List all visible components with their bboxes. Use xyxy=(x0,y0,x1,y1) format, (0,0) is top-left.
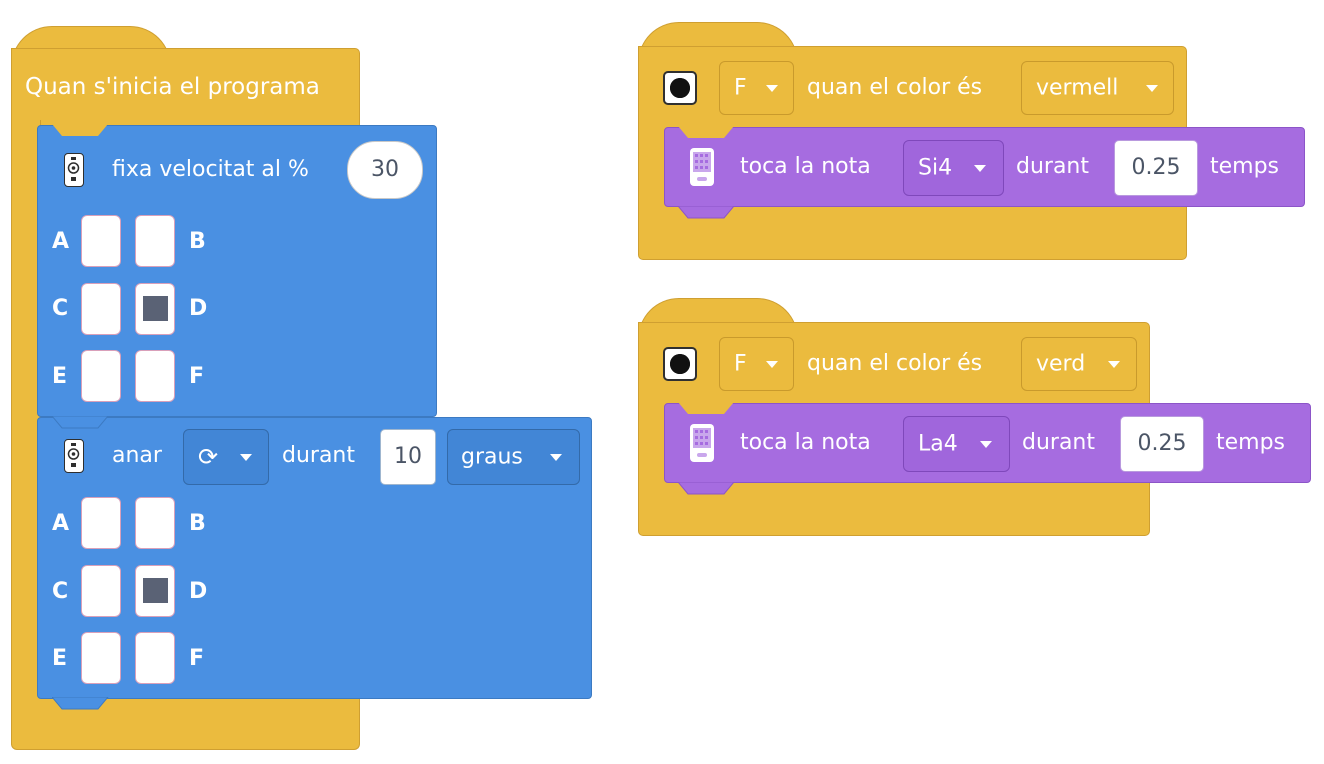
block-notch xyxy=(678,402,734,414)
note-dropdown-label: La4 xyxy=(918,431,958,457)
port-toggle-b[interactable] xyxy=(135,497,175,549)
beats-unit-label: temps xyxy=(1216,430,1286,455)
chevron-down-icon xyxy=(550,454,562,461)
start-program-label: Quan s'inicia el programa xyxy=(25,74,320,100)
block-notch xyxy=(52,416,109,429)
block-notch-bottom xyxy=(52,697,109,710)
port-toggle-d[interactable] xyxy=(135,283,175,335)
port-label-f: F xyxy=(189,646,205,671)
block-notch-bottom xyxy=(678,206,735,219)
color-dropdown-label: vermell xyxy=(1036,75,1119,101)
port-label-b: B xyxy=(189,511,206,536)
port-toggle-f[interactable] xyxy=(135,350,175,402)
sensor-port-label: F xyxy=(734,75,747,101)
chevron-down-icon xyxy=(974,165,986,172)
note-dropdown[interactable]: Si4 xyxy=(903,140,1004,196)
unit-dropdown-label: graus xyxy=(461,444,523,470)
note-dropdown[interactable]: La4 xyxy=(903,416,1010,472)
sensor-port-dropdown[interactable]: F xyxy=(719,61,794,115)
unit-dropdown[interactable]: graus xyxy=(447,429,580,485)
port-label-d: D xyxy=(189,579,208,604)
block-notch xyxy=(52,124,108,136)
color-dropdown-label: verd xyxy=(1036,351,1086,377)
port-label-d: D xyxy=(189,296,208,321)
color-sensor-icon xyxy=(663,71,697,105)
motor-hub-icon xyxy=(64,439,84,473)
play-note-label: toca la nota xyxy=(740,154,871,179)
block-notch-bottom xyxy=(678,482,735,495)
beats-unit-label: temps xyxy=(1210,154,1280,179)
port-toggle-c[interactable] xyxy=(81,565,121,617)
speaker-hub-icon xyxy=(690,424,714,462)
note-dropdown-label: Si4 xyxy=(918,155,953,181)
port-label-a: A xyxy=(52,511,70,536)
port-toggle-d[interactable] xyxy=(135,565,175,617)
port-label-e: E xyxy=(52,646,68,671)
color-condition-label: quan el color és xyxy=(807,351,983,376)
play-note-label: toca la nota xyxy=(740,430,871,455)
during-label: durant xyxy=(1022,430,1096,455)
port-toggle-c[interactable] xyxy=(81,283,121,335)
port-label-a: A xyxy=(52,229,70,254)
chevron-down-icon xyxy=(240,454,252,461)
during-label: durant xyxy=(1016,154,1090,179)
during-label: durant xyxy=(282,443,356,468)
port-toggle-e[interactable] xyxy=(81,632,121,684)
port-label-e: E xyxy=(52,364,68,389)
direction-dropdown[interactable]: ⟳ xyxy=(183,429,269,485)
port-toggle-a[interactable] xyxy=(81,497,121,549)
block-notch xyxy=(678,126,734,138)
chevron-down-icon xyxy=(1108,361,1120,368)
speaker-hub-icon xyxy=(690,148,714,186)
color-dropdown[interactable]: verd xyxy=(1021,337,1137,391)
color-condition-label: quan el color és xyxy=(807,75,983,100)
port-toggle-f[interactable] xyxy=(135,632,175,684)
start-program-hat-block[interactable] xyxy=(11,48,360,126)
hat-block-body xyxy=(11,120,41,700)
chevron-down-icon xyxy=(980,441,992,448)
color-sensor-icon xyxy=(663,347,697,381)
port-label-f: F xyxy=(189,364,205,389)
port-label-c: C xyxy=(52,296,69,321)
motor-hub-icon xyxy=(64,153,84,187)
sensor-port-label: F xyxy=(734,351,747,377)
port-label-b: B xyxy=(189,229,206,254)
port-toggle-b[interactable] xyxy=(135,215,175,267)
beats-input[interactable]: 0.25 xyxy=(1120,416,1204,472)
port-toggle-a[interactable] xyxy=(81,215,121,267)
amount-input[interactable]: 10 xyxy=(380,429,436,485)
sensor-port-dropdown[interactable]: F xyxy=(719,337,794,391)
chevron-down-icon xyxy=(1146,85,1158,92)
chevron-down-icon xyxy=(766,361,778,368)
color-dropdown[interactable]: vermell xyxy=(1021,61,1174,115)
motor-go-label: anar xyxy=(112,443,162,468)
rotate-clockwise-icon: ⟳ xyxy=(198,443,219,471)
set-speed-label: fixa velocitat al % xyxy=(112,157,309,182)
speed-value-input[interactable]: 30 xyxy=(347,141,423,199)
port-toggle-e[interactable] xyxy=(81,350,121,402)
port-label-c: C xyxy=(52,579,69,604)
beats-input[interactable]: 0.25 xyxy=(1114,140,1198,196)
chevron-down-icon xyxy=(766,85,778,92)
